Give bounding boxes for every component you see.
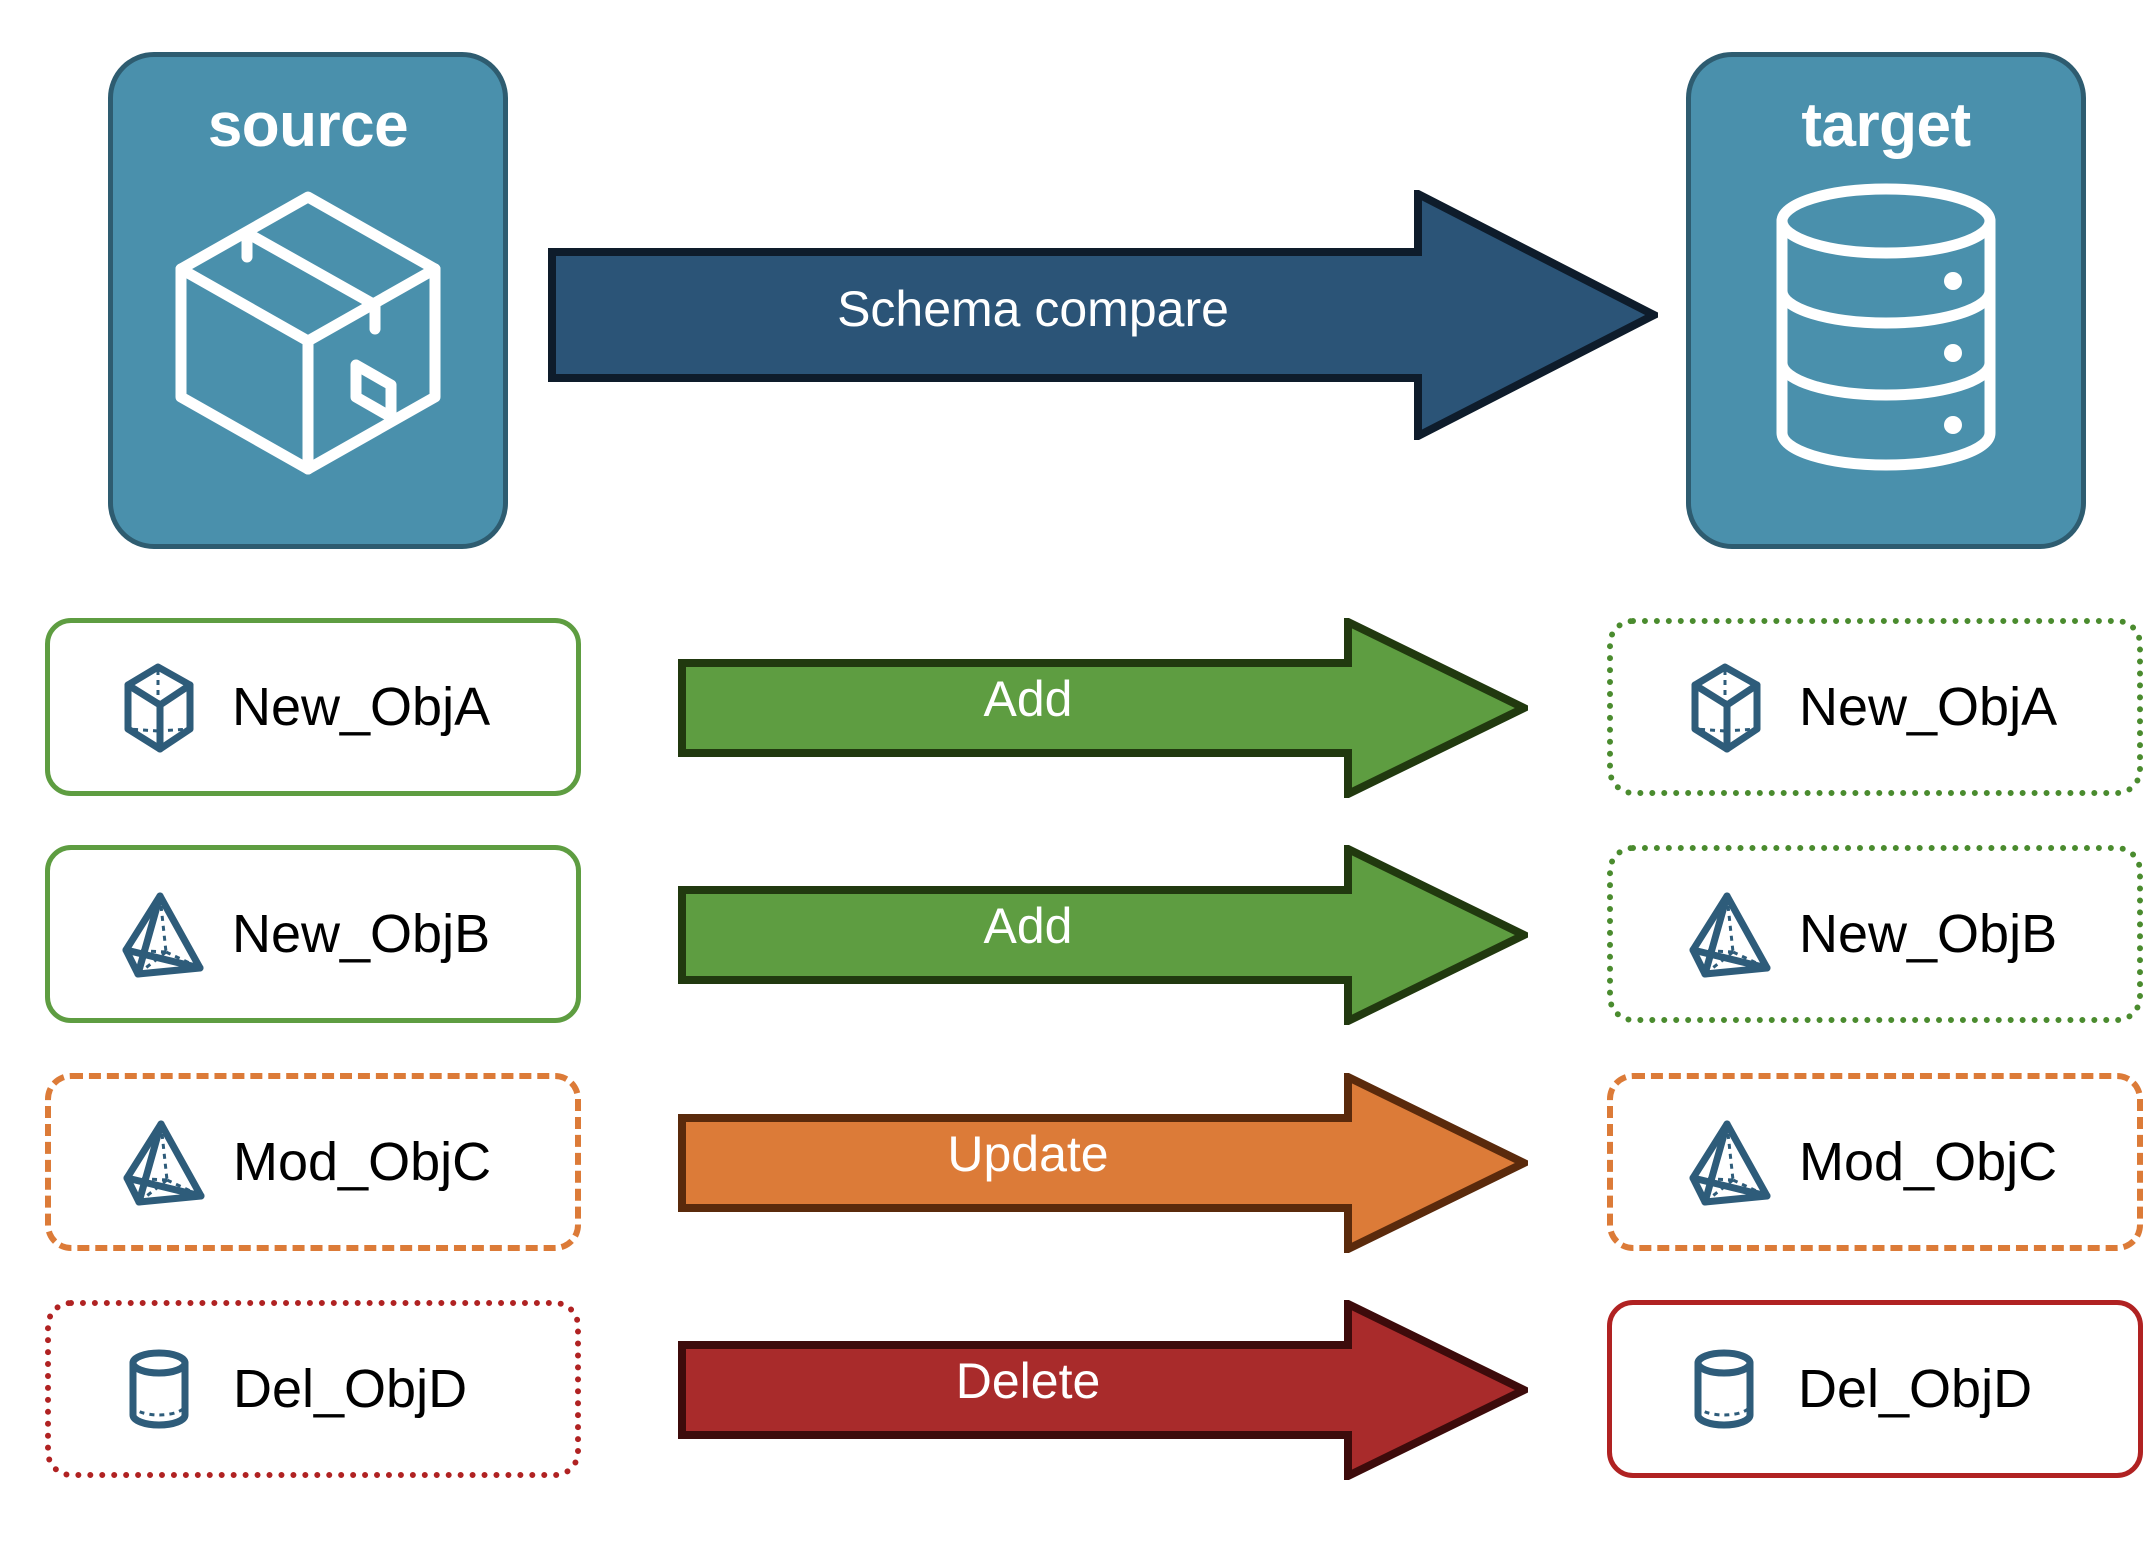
diff-row: Mod_ObjC Mod_ObjC [0,1073,2150,1253]
wireframe-pyramid-icon [1689,1120,1771,1206]
source-object-label: New_ObjB [232,904,491,964]
source-object-label: Mod_ObjC [233,1132,492,1192]
wireframe-pyramid-icon [123,1120,205,1206]
source-object-box[interactable]: Mod_ObjC [45,1073,581,1251]
target-object-box[interactable]: Del_ObjD [1607,1300,2143,1478]
target-object-label: Mod_ObjC [1799,1132,2058,1192]
diff-row: New_ObjA New_ObjA [0,618,2150,798]
wireframe-cube-icon [124,663,194,753]
wireframe-cylinder-icon [1694,1349,1754,1429]
delete-arrow [678,1300,1528,1480]
target-panel: target [1686,52,2086,549]
target-object-box[interactable]: Mod_ObjC [1607,1073,2143,1251]
wireframe-pyramid-icon [122,892,204,978]
target-title: target [1801,91,1971,160]
source-object-box[interactable]: Del_ObjD [45,1300,581,1478]
target-object-label: Del_ObjD [1798,1359,2033,1419]
add-arrow [678,845,1528,1025]
source-object-label: Del_ObjD [233,1359,468,1419]
source-object-box[interactable]: New_ObjA [45,618,581,796]
diff-row: New_ObjB New_ObjB [0,845,2150,1025]
target-object-label: New_ObjA [1799,677,2058,737]
source-title: source [207,91,409,160]
wireframe-cylinder-icon [129,1349,189,1429]
wireframe-cube-icon [1691,663,1761,753]
source-panel: source [108,52,508,549]
schema-compare-arrow [548,190,1658,440]
database-cylinder-icon [1776,183,1996,471]
target-object-box[interactable]: New_ObjA [1607,618,2143,796]
diff-row: Del_ObjD Del_ObjD [0,1300,2150,1480]
target-object-box[interactable]: New_ObjB [1607,845,2143,1023]
package-box-icon [175,191,441,475]
update-arrow [678,1073,1528,1253]
source-object-label: New_ObjA [232,677,491,737]
add-arrow [678,618,1528,798]
wireframe-pyramid-icon [1689,892,1771,978]
target-object-label: New_ObjB [1799,904,2058,964]
source-object-box[interactable]: New_ObjB [45,845,581,1023]
